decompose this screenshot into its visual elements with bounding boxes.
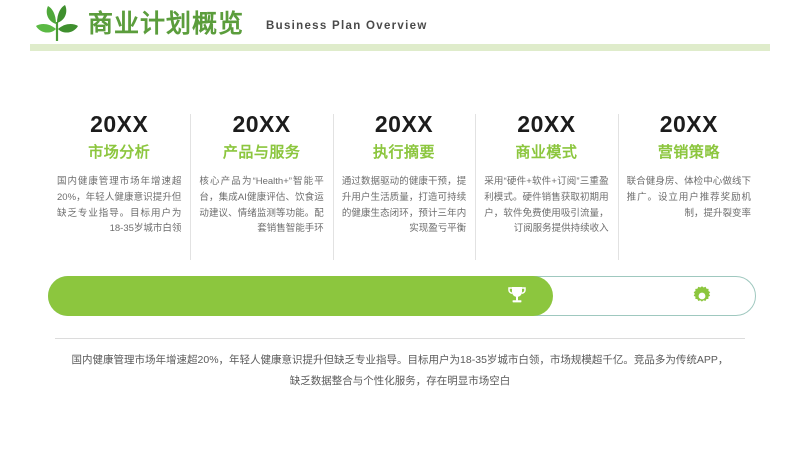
summary-text: 国内健康管理市场年增速超20%，年轻人健康意识提升但缺乏专业指导。目标用户为18… [71,354,729,387]
phase-column-marketing-strategy: 20XX 营销策略 联合健身房、体检中心做线下推广。设立用户推荐奖励机制，提升裂… [617,111,760,262]
phase-column-executive-summary: 20XX 执行摘要 通过数据驱动的健康干预，提升用户生活质量，打造可持续的健康生… [332,111,475,262]
phase-name: 市场分析 [88,144,151,162]
trophy-icon [508,287,526,303]
progress-fill [48,276,553,316]
phase-description: 通过数据驱动的健康干预，提升用户生活质量，打造可持续的健康生态闭环，预计三年内实… [341,176,467,235]
phase-column-product-services: 20XX 产品与服务 核心产品为“Health+”智能平台，集成AI健康评估、饮… [190,111,332,262]
phase-name: 商业模式 [515,144,578,162]
page-header: 商业计划概览 Business Plan Overview [0,0,800,48]
phase-columns: 20XX 市场分析 国内健康管理市场年增速超20%，年轻人健康意识提升但缺乏专业… [48,111,760,262]
leaf-plant-icon [36,5,78,41]
footer-divider [55,338,745,339]
header-divider [30,44,770,51]
phase-name: 执行摘要 [373,144,436,162]
phase-name: 营销策略 [657,144,720,162]
phase-description: 国内健康管理市场年增速超20%，年轻人健康意识提升但缺乏专业指导。目标用户为18… [57,176,182,235]
phase-name: 产品与服务 [222,144,301,162]
page-title: 商业计划概览 [88,9,245,38]
phase-year: 20XX [232,111,291,137]
phase-year: 20XX [374,111,434,137]
phase-description: 联合健身房、体检中心做线下推广。设立用户推荐奖励机制，提升裂变率 [626,176,752,219]
phase-column-business-model: 20XX 商业模式 采用“硬件+软件+订阅”三重盈利模式。硬件销售获取初期用户，… [475,111,617,262]
gear-icon [693,286,711,302]
phase-column-market-analysis: 20XX 市场分析 国内健康管理市场年增速超20%，年轻人健康意识提升但缺乏专业… [48,111,190,262]
phase-year: 20XX [659,111,718,137]
phase-year: 20XX [517,111,576,137]
page-subtitle: Business Plan Overview [266,20,428,32]
phase-year: 20XX [90,111,149,137]
phase-description: 采用“硬件+软件+订阅”三重盈利模式。硬件销售获取初期用户，软件免费使用吸引流量… [484,176,609,235]
phase-description: 核心产品为“Health+”智能平台，集成AI健康评估、饮食运动建议、情绪监测等… [199,176,324,235]
